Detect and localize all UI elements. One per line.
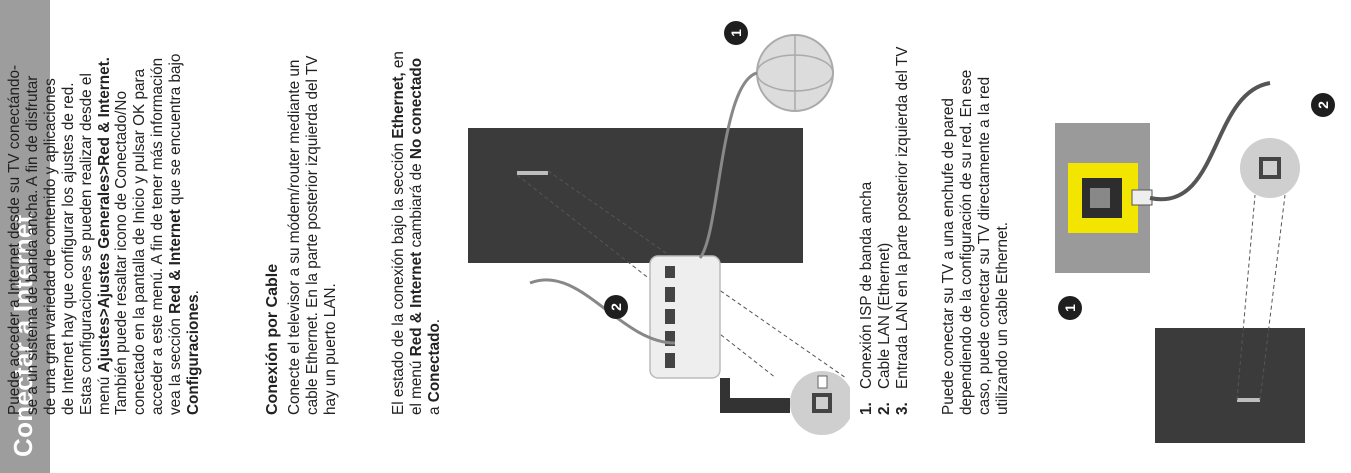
router-port-icon xyxy=(665,287,675,302)
status-line: el menú Red & Internet cambiará de No co… xyxy=(408,3,426,415)
list-text: Conexión ISP de banda ancha xyxy=(858,181,875,389)
marker-2-icon xyxy=(604,295,628,319)
intro-line: de Internet hay que configurar los ajust… xyxy=(59,82,77,416)
marker-2-icon xyxy=(1311,93,1335,117)
ethernet-cable-icon xyxy=(1149,81,1271,202)
rj45-plug-icon xyxy=(1131,189,1153,206)
wall-socket-port-icon xyxy=(1090,188,1110,208)
menu-name: Red & Internet xyxy=(407,251,425,357)
list-text: Cable LAN (Ethernet) xyxy=(875,242,893,389)
isp-cable-icon xyxy=(698,71,758,259)
router-port-icon xyxy=(665,353,675,368)
text-span: El estado de la conexión bajo la sección xyxy=(390,138,407,415)
tv-rear-panel xyxy=(468,128,803,263)
menu-name: Configuraciones xyxy=(185,294,203,415)
cable-line: cable Ethernet. En la parte posterior iz… xyxy=(303,55,321,415)
marker-label: 2 xyxy=(1315,101,1331,109)
intro-line: Puede acceder a Internet desde su TV con… xyxy=(6,64,23,415)
lan-port-icon xyxy=(1263,161,1277,175)
cable-line: hay un puerto LAN. xyxy=(321,283,339,415)
intro-line: Configuraciones. xyxy=(185,3,203,415)
text-span: el menú xyxy=(407,356,425,415)
list-item: 2. Cable LAN (Ethernet) xyxy=(876,3,894,415)
intro-line: acceder a este menú. A fin de tener más … xyxy=(149,57,167,415)
projection-line xyxy=(547,170,847,379)
note-line: caso, puede conectar su TV directamente … xyxy=(975,76,993,415)
intro-line: menú Ajustes>Ajustes Generales>Red & Int… xyxy=(96,3,114,415)
projection-line xyxy=(1236,194,1256,401)
lan-port-icon xyxy=(816,397,828,409)
note-line: dependiendo de la configuración de su re… xyxy=(957,69,975,415)
menu-path: Ajustes>Ajustes Generales>Red & Internet… xyxy=(95,57,113,373)
intro-line: Estas configuraciones se pueden realizar… xyxy=(77,73,95,415)
projection-line xyxy=(516,174,777,379)
marker-label: 1 xyxy=(1062,304,1078,312)
list-number: 3. xyxy=(893,402,911,415)
text-span: . xyxy=(425,318,443,324)
router-icon xyxy=(649,255,721,379)
list-number: 1. xyxy=(858,402,875,415)
text-span: que se encuentra bajo xyxy=(167,53,185,210)
rj45-plug-icon xyxy=(817,375,828,389)
status-value: No conectado xyxy=(407,57,425,160)
tv-rear-panel xyxy=(1155,328,1305,443)
cable-line: Conecte el televisor a su módem/router m… xyxy=(285,59,303,415)
marker-label: 1 xyxy=(728,29,744,37)
status-value: Conectado xyxy=(425,323,443,403)
status-paragraph: El estado de la conexión bajo la sección… xyxy=(390,3,444,415)
router-stand-icon xyxy=(720,378,790,413)
text-span: cambiará de xyxy=(407,159,425,252)
cable-section: Conexión por Cable Conecte el televisor … xyxy=(262,3,340,415)
note-paragraph: Puede conectar su TV a una enchufe de pa… xyxy=(940,3,1012,415)
marker-label: 2 xyxy=(608,303,624,311)
list-item: 3. Entrada LAN en la parte posterior izqu… xyxy=(894,3,912,415)
text-span: menú xyxy=(95,372,113,415)
intro-line: conectado en la pantalla de Inicio y pul… xyxy=(131,68,149,415)
marker-1-icon xyxy=(1058,296,1082,320)
router-connection-diagram: 3 2 1 xyxy=(468,21,850,435)
status-line: a Conectado. xyxy=(426,3,444,415)
status-line: El estado de la conexión bajo la sección… xyxy=(390,3,408,415)
text-span: en xyxy=(390,51,407,73)
note-line: Puede conectar su TV a una enchufe de pa… xyxy=(940,98,957,415)
intro-line: de una gran variedad de contenido y apli… xyxy=(41,78,59,415)
intro-line: se a un sistema de banda ancha. A fin de… xyxy=(23,75,41,415)
menu-name: Red & Internet xyxy=(167,209,185,314)
intro-line: También puede resaltar icono de Conectad… xyxy=(113,91,131,415)
ethernet-cable-icon xyxy=(529,278,676,345)
marker-1-icon xyxy=(724,21,748,45)
list-number: 2. xyxy=(875,402,893,415)
section-subheading: Conexión por Cable xyxy=(264,263,281,415)
menu-name: Ethernet, xyxy=(390,72,407,139)
text-span: a xyxy=(425,402,443,415)
text-span: vea la sección xyxy=(167,313,185,415)
list-text: Entrada LAN en la parte posterior izquie… xyxy=(893,46,911,389)
intro-line: vea la sección Red & Internet que se enc… xyxy=(167,3,185,415)
text-span: . xyxy=(185,290,203,295)
note-line: utilizando un cable Ethernet. xyxy=(993,221,1011,415)
router-port-icon xyxy=(665,266,675,278)
legend-list: 1. Conexión ISP de banda ancha 2. Cable LA… xyxy=(858,3,912,415)
wall-socket-diagram: 1 2 xyxy=(1055,81,1335,443)
router-port-icon xyxy=(665,309,675,324)
intro-paragraph: Puede acceder a Internet desde su TV con… xyxy=(6,3,203,415)
list-item: 1. Conexión ISP de banda ancha xyxy=(858,3,876,415)
